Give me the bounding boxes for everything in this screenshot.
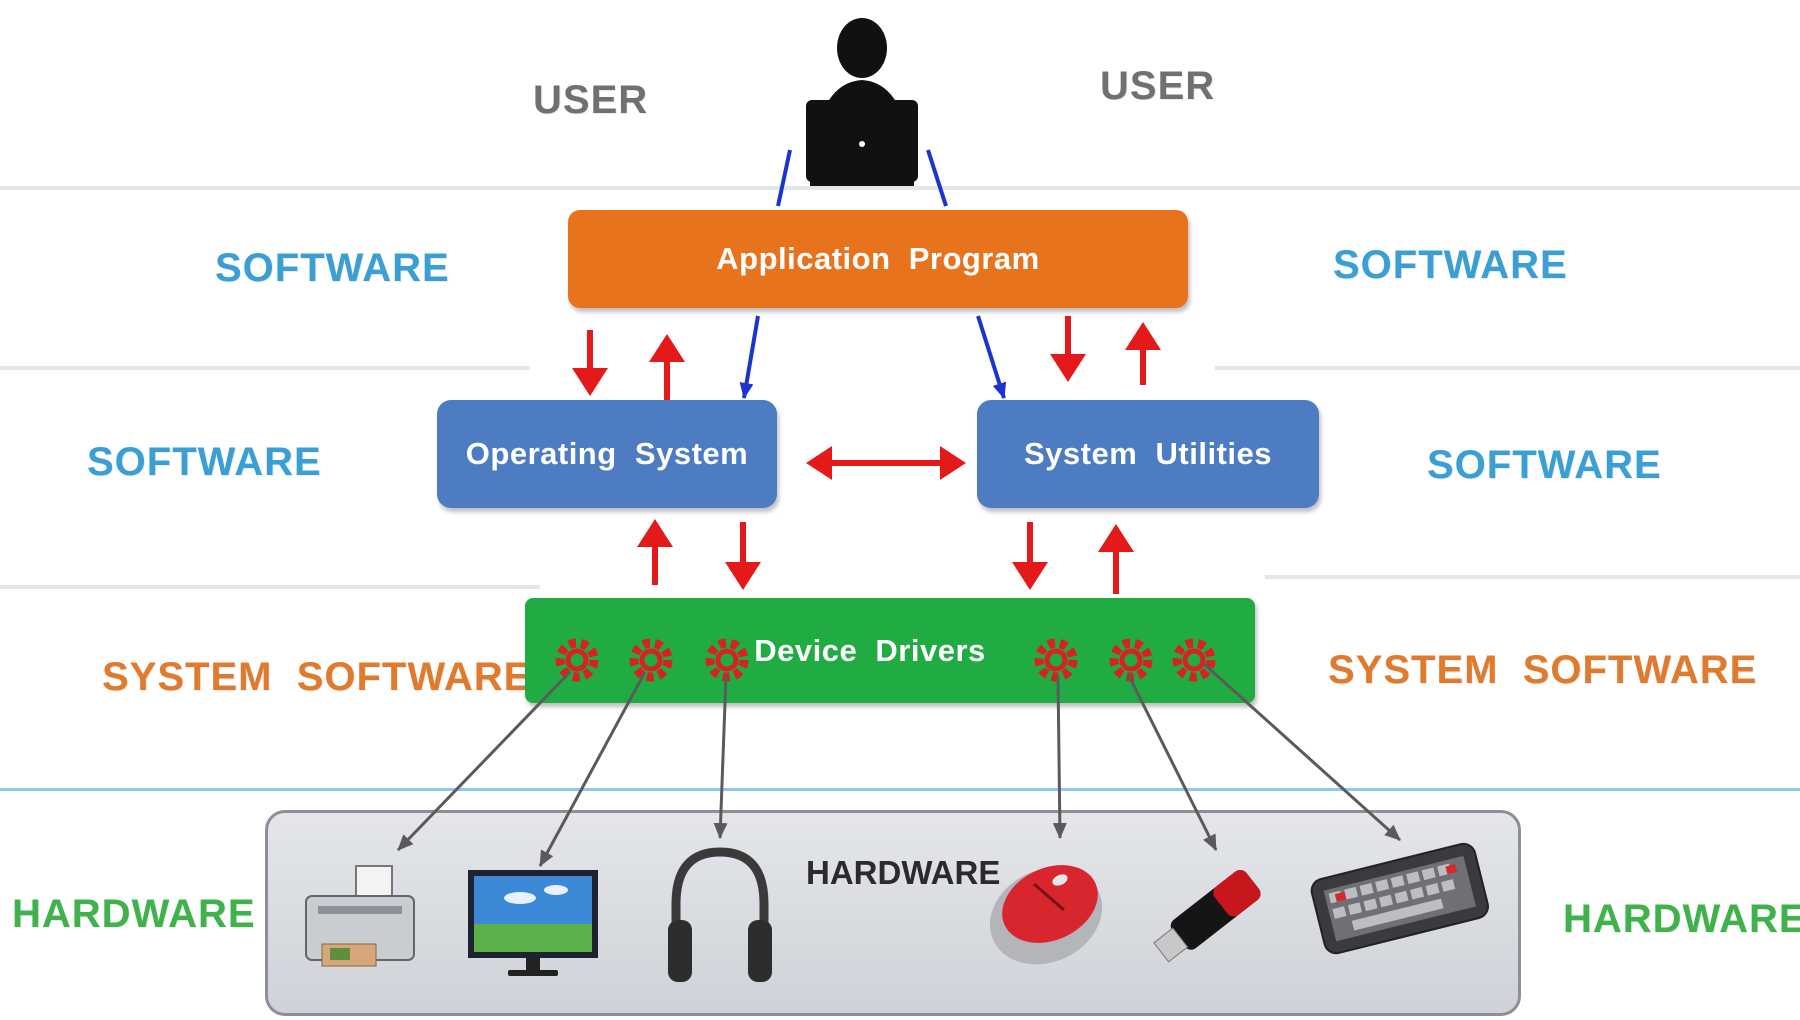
layer-separator-os-right [1265,575,1800,579]
os-utilities-double-arrow [806,446,966,480]
operating-system-box: Operating System [437,400,777,508]
app-to-utilities-blue-arrow [976,315,1007,399]
system-utilities-box: System Utilities [977,400,1319,508]
layer-separator-user [0,186,1800,190]
gear-icons [555,638,1216,682]
system-software-label-right: SYSTEM SOFTWARE [1328,648,1758,692]
device-drivers-label: Device Drivers [754,632,986,668]
hardware-label-right: HARDWARE [1563,897,1800,941]
layer-separator-hardware [0,788,1800,791]
system-software-label-left: SYSTEM SOFTWARE [102,655,532,699]
driver-to-hardware-arrows [396,662,1402,867]
software-label-right-2: SOFTWARE [1427,443,1662,487]
user-icon [806,18,918,186]
utilities-drivers-red-arrows [1012,522,1134,594]
user-label-right: USER [1100,64,1216,108]
os-drivers-red-arrows [637,519,761,590]
hardware-label-left: HARDWARE [12,892,256,936]
mouse-icon [989,865,1103,965]
app-utilities-red-arrows [1050,316,1161,385]
software-label-left-1: SOFTWARE [215,246,450,290]
layer-separator-os-left [0,585,540,589]
monitor-icon [468,870,598,976]
usb-drive-icon [1153,869,1261,963]
software-label-right-1: SOFTWARE [1333,243,1568,287]
app-to-os-blue-arrow [739,315,760,399]
keyboard-icon [1310,842,1489,955]
hardware-caption: HARDWARE [806,854,1001,891]
application-program-box: Application Program [568,210,1188,308]
app-os-red-arrows [572,330,685,400]
user-label-left: USER [533,78,649,122]
headphones-icon [668,847,772,982]
software-label-left-2: SOFTWARE [87,440,322,484]
user-to-app-line-right [926,149,948,207]
printer-icon [305,865,415,967]
user-to-app-line-left [776,149,792,207]
layer-separator-application-right [1215,366,1800,370]
layer-separator-application-left [0,366,530,370]
